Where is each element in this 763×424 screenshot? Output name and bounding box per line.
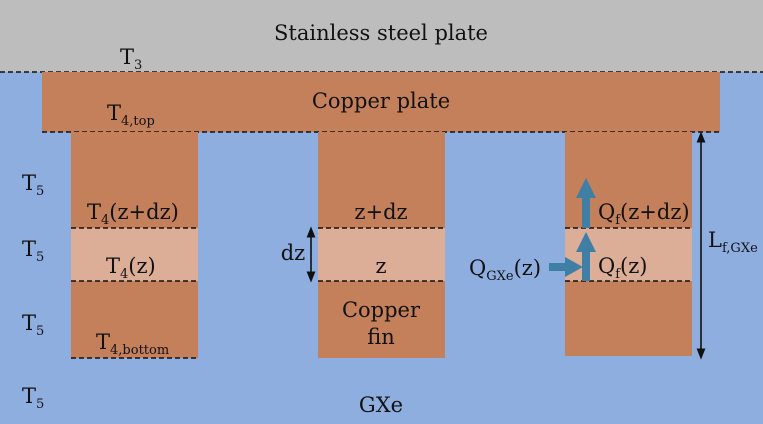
z-plus-dz-label: z+dz bbox=[354, 200, 407, 224]
qf-z-arrow bbox=[576, 232, 596, 281]
dz-label: dz bbox=[281, 241, 306, 265]
t5-label-2: T5 bbox=[22, 237, 44, 265]
copper-fin-label-line1: Copper bbox=[342, 298, 421, 322]
copper-plate-label: Copper plate bbox=[312, 89, 450, 113]
steel-plate-label: Stainless steel plate bbox=[274, 21, 488, 45]
t4-bottom-label: T4,bottom bbox=[96, 330, 169, 358]
t5-label-3: T5 bbox=[22, 311, 44, 339]
copper-plate bbox=[42, 72, 720, 132]
qf-z-label: Qf(z) bbox=[598, 254, 647, 282]
t3-label: T3 bbox=[120, 45, 142, 73]
qf-z-dz-label: Qf(z+dz) bbox=[598, 200, 690, 228]
fin-middle-slice bbox=[318, 228, 445, 281]
t5-label-4: T5 bbox=[22, 384, 44, 412]
t4-z-label: T4(z) bbox=[106, 254, 156, 282]
fin-left-slice bbox=[71, 228, 198, 281]
qgxe-z-label: QGXe(z) bbox=[469, 256, 541, 284]
t4-top-label: T4,top bbox=[107, 101, 155, 129]
gxe-label: GXe bbox=[359, 393, 403, 417]
qgxe-arrow bbox=[549, 257, 583, 277]
fin-length-label: Lf,GXe bbox=[708, 228, 758, 256]
t4-z-dz-label: T4(z+dz) bbox=[87, 200, 179, 228]
qf-z-dz-arrow bbox=[576, 178, 596, 228]
copper-fin-label-line2: fin bbox=[367, 325, 395, 349]
steel-plate bbox=[0, 0, 763, 72]
t5-label-1: T5 bbox=[22, 171, 44, 199]
z-label: z bbox=[375, 254, 386, 278]
